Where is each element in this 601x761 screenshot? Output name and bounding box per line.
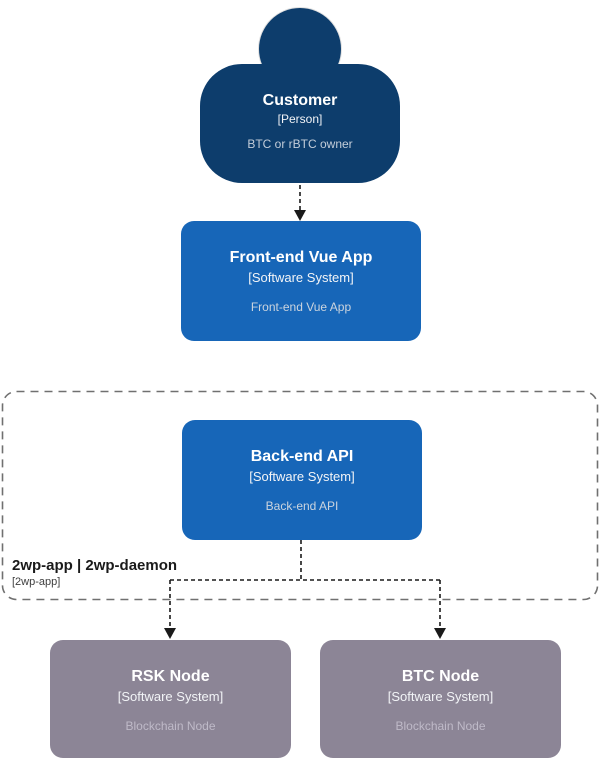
node-meta: [Software System] [387, 689, 494, 704]
node-btc-node[interactable]: BTC Node [Software System] Blockchain No… [320, 640, 561, 758]
edge-backend-fork [164, 540, 446, 639]
arrowhead-icon [294, 210, 306, 221]
node-meta: [Software System] [248, 270, 354, 285]
node-description: Blockchain Node [395, 719, 486, 733]
boundary-label: 2wp-app | 2wp-daemon [2wp-app] [12, 556, 177, 589]
node-backend-api[interactable]: Back-end API [Software System] Back-end … [182, 420, 422, 540]
arrowhead-icon [164, 628, 176, 639]
node-title: Back-end API [250, 448, 354, 465]
node-meta: [Software System] [249, 469, 355, 484]
node-customer[interactable]: Customer [Person] BTC or rBTC owner [200, 64, 400, 183]
node-frontend-vue-app[interactable]: Front-end Vue App [Software System] Fron… [181, 221, 421, 341]
node-title: Front-end Vue App [229, 249, 373, 266]
node-meta: [Person] [277, 112, 323, 126]
node-description: Back-end API [265, 499, 339, 513]
boundary-title: 2wp-app | 2wp-daemon [12, 557, 178, 574]
node-description: BTC or rBTC owner [247, 137, 353, 151]
node-title: RSK Node [131, 668, 210, 685]
boundary-meta: [2wp-app] [12, 576, 61, 588]
node-description: Blockchain Node [125, 719, 216, 733]
node-meta: [Software System] [117, 689, 224, 704]
node-title: Customer [262, 92, 338, 109]
node-rsk-node[interactable]: RSK Node [Software System] Blockchain No… [50, 640, 291, 758]
arrowhead-icon [434, 628, 446, 639]
node-title: BTC Node [401, 668, 480, 685]
edge-customer-frontend [294, 185, 306, 221]
node-description: Front-end Vue App [250, 300, 352, 314]
